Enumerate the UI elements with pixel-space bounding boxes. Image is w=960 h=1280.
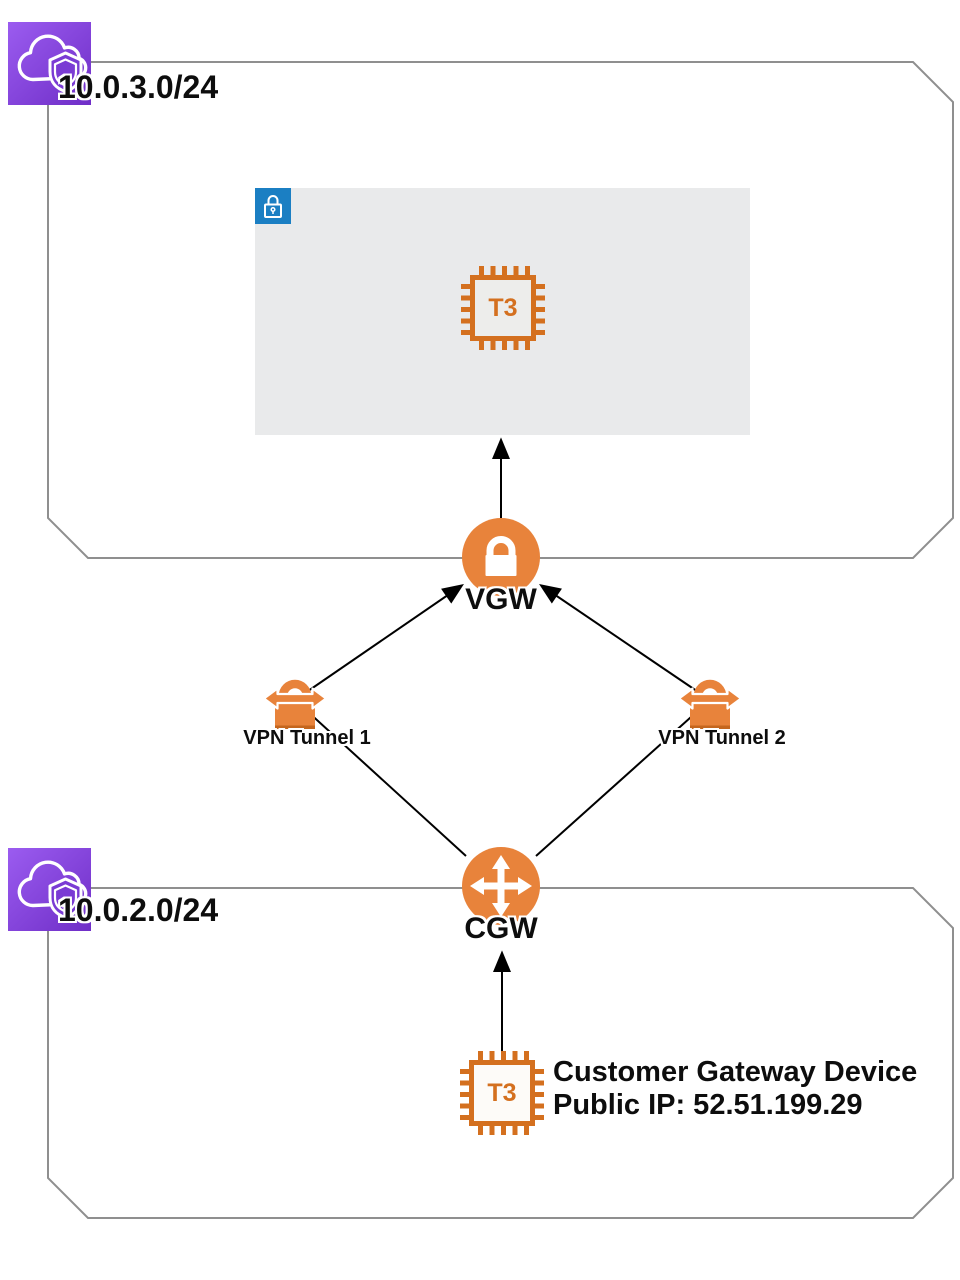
instance-type-label: T3 [488,293,518,322]
ec2-instance-chip-icon [461,266,545,350]
customer-gateway-device-chip-icon [460,1051,544,1135]
connector-tunnel1-to-vgw [294,583,464,701]
lock-icon [486,536,516,556]
vpc-boundary-top [47,61,954,559]
private-subnet-lock-icon [255,188,291,224]
connector-tunnel2-to-vgw [539,583,711,701]
four-direction-arrows-icon [470,855,532,917]
vgw-icon [462,518,540,596]
connector-cgw-to-tunnel1 [294,699,467,857]
device-title: Customer Gateway Device [553,1056,918,1088]
vpc-icon [8,22,91,105]
cgw-icon [462,847,540,925]
vpn-tunnel-icon [677,679,743,729]
connector-cgw-to-tunnel2 [535,699,711,857]
cgw-label: CGW [464,912,538,945]
device-chip-label: T3 [487,1078,517,1107]
vpc-boundary-bottom [47,887,954,1219]
vpn-tunnel-2-label: VPN Tunnel 2 [658,727,786,749]
vpc-icon [8,848,91,931]
device-caption: Customer Gateway Device Public IP: 52.51… [553,1056,917,1122]
vgw-label: VGW [465,583,537,616]
vpc-cidr-label: 10.0.2.0/24 [58,892,219,928]
vpn-tunnel-1-label: VPN Tunnel 1 [243,727,371,749]
connectors [294,437,711,1060]
device-subtitle: Public IP: 52.51.199.29 [553,1089,863,1121]
vpn-tunnel-icon [262,679,328,729]
vpc-cidr-label: 10.0.3.0/24 [58,69,219,105]
